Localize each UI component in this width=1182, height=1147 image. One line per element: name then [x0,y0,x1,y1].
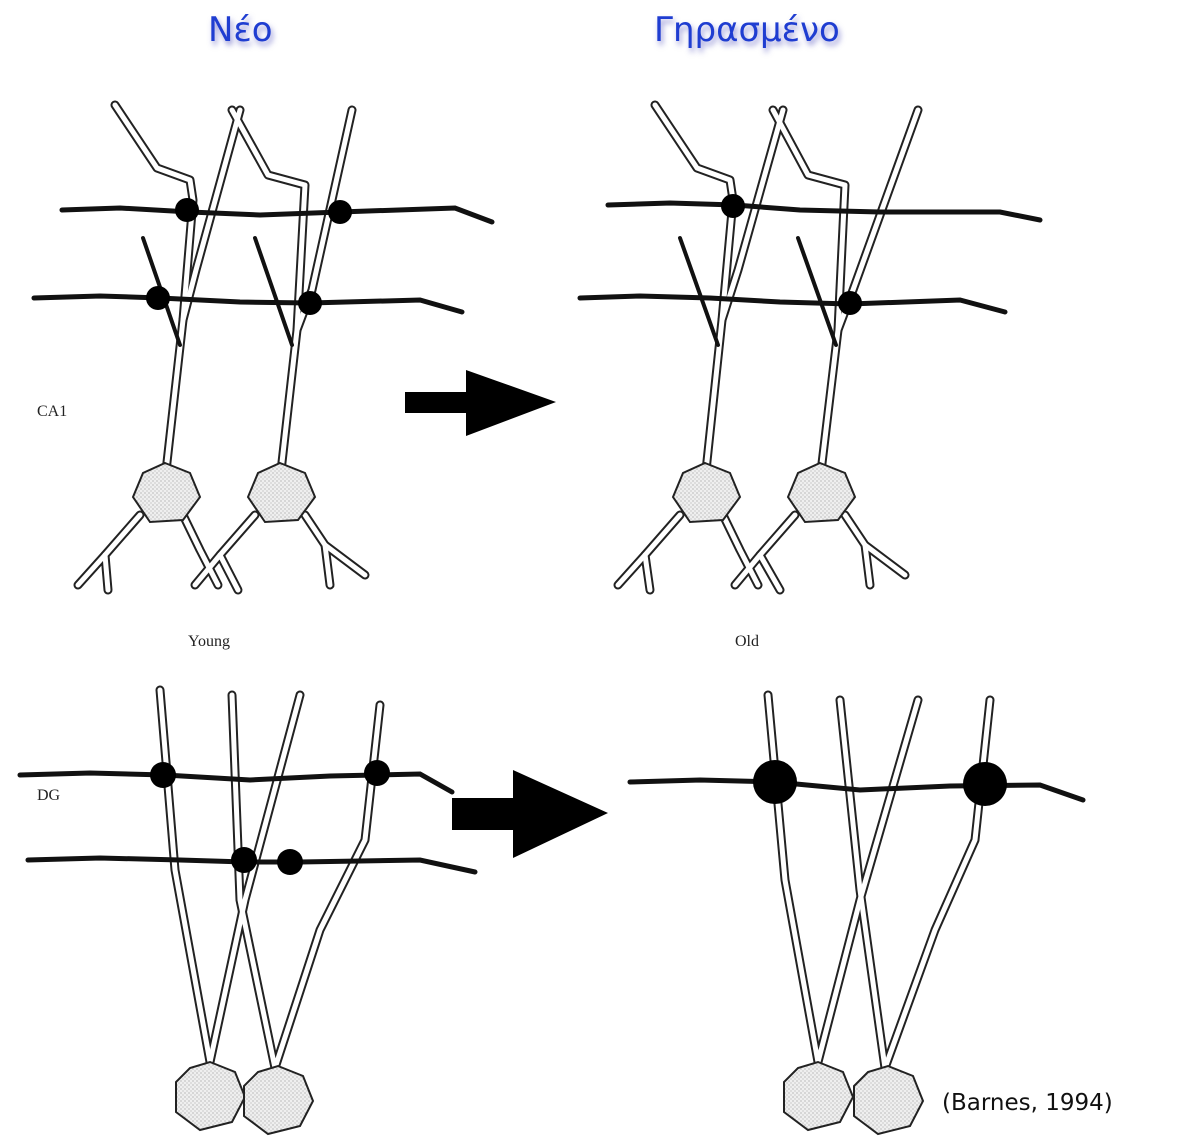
neuron-soma [244,1066,313,1134]
ca1-old-somas [673,463,855,522]
dg-young-panel [20,690,475,1134]
label-ca1: CA1 [37,403,67,421]
synapse [231,847,257,873]
neuron-soma [854,1066,923,1134]
ca1-young-dendrites [78,105,365,590]
synapse [146,286,170,310]
synapse [753,760,797,804]
dg-young-dendrites [160,690,380,1068]
label-dg: DG [37,787,60,805]
ca1-young-somas [133,463,315,522]
heading-young: Νέο [208,10,273,50]
synapse [175,198,199,222]
label-young: Young [188,633,230,651]
dg-old-panel [630,695,1083,1134]
synapse [328,200,352,224]
ca1-old-axons [580,203,1040,312]
dg-old-dendrites [768,695,990,1068]
transition-arrow [405,370,556,436]
synapse [364,760,390,786]
synapse [277,849,303,875]
dg-old-synapses [753,760,1007,806]
synapse [838,291,862,315]
heading-old: Γηρασμένο [654,10,840,50]
dg-old-somas [784,1062,923,1134]
ca1-old-panel [580,105,1040,590]
synapse [963,762,1007,806]
label-old: Old [735,633,759,651]
ca1-young-panel [34,105,492,590]
transition-arrow [452,770,608,858]
neuron-soma [784,1062,853,1130]
synapse [150,762,176,788]
dg-young-somas [176,1062,313,1134]
neuron-soma [133,463,200,522]
neuron-soma [176,1062,245,1130]
synapse [298,291,322,315]
citation: (Barnes, 1994) [942,1090,1113,1116]
dg-old-axons [630,780,1083,800]
synapse [721,194,745,218]
ca1-old-dendrites [618,105,918,590]
neuron-soma [673,463,740,522]
